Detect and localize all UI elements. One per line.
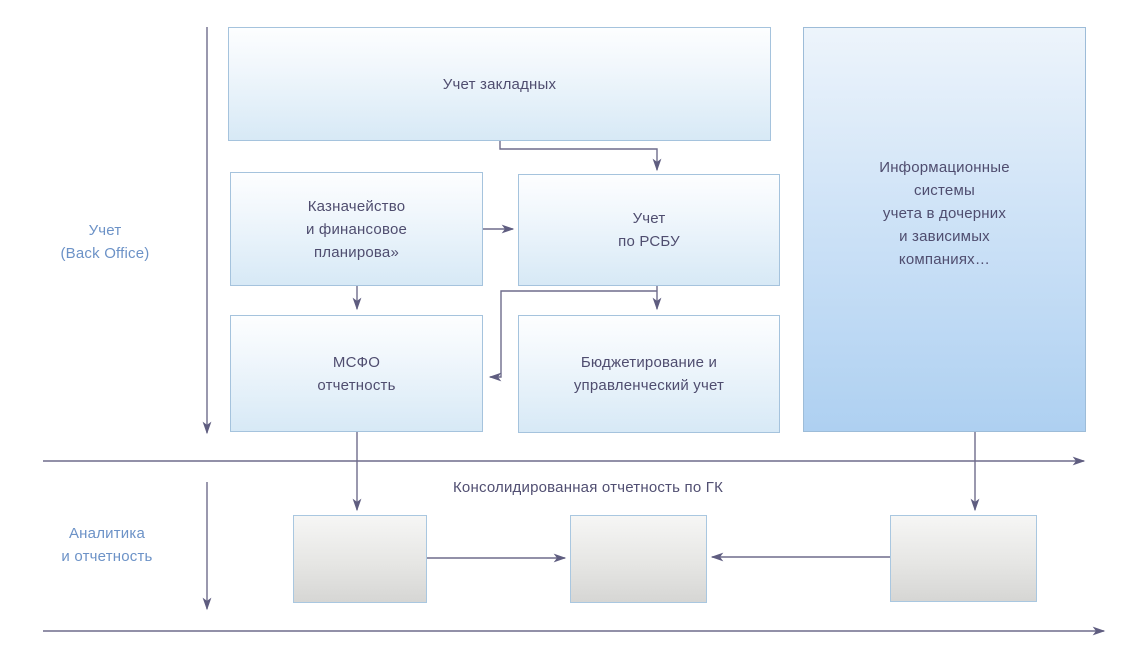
box-label: Учет по РСБУ xyxy=(618,210,680,250)
mortgages-to-rsbu-connector xyxy=(499,141,662,172)
box-subsidiary-systems: Информационные системы учета в дочерних … xyxy=(803,27,1086,432)
box-label: Информационные системы учета в дочерних … xyxy=(879,158,1010,268)
analytics-section-label: Аналитика и отчетность xyxy=(61,525,153,565)
box-msfo-reporting: МСФО отчетность xyxy=(230,315,483,432)
consolidated-reporting-label: Консолидированная отчетность по ГК xyxy=(452,479,724,496)
box-label: Учет закладных xyxy=(442,75,557,93)
report-box-2 xyxy=(570,515,707,603)
report-box-3 xyxy=(890,515,1037,602)
box-label: Казначейство и финансовое планирова» xyxy=(305,197,408,261)
back-office-section-label: Учет (Back Office) xyxy=(60,222,150,262)
box-budgeting-management: Бюджетирование и управленческий учет xyxy=(518,315,780,433)
box-mortgage-accounting: Учет закладных xyxy=(228,27,771,141)
box-label: МСФО отчетность xyxy=(317,353,396,394)
box-treasury-planning: Казначейство и финансовое планирова» xyxy=(230,172,483,286)
box-label: Бюджетирование и управленческий учет xyxy=(573,354,725,394)
rsbu-to-msfo-connector xyxy=(488,290,657,382)
box-rsbu-accounting: Учет по РСБУ xyxy=(518,174,780,286)
report-box-1 xyxy=(293,515,427,603)
